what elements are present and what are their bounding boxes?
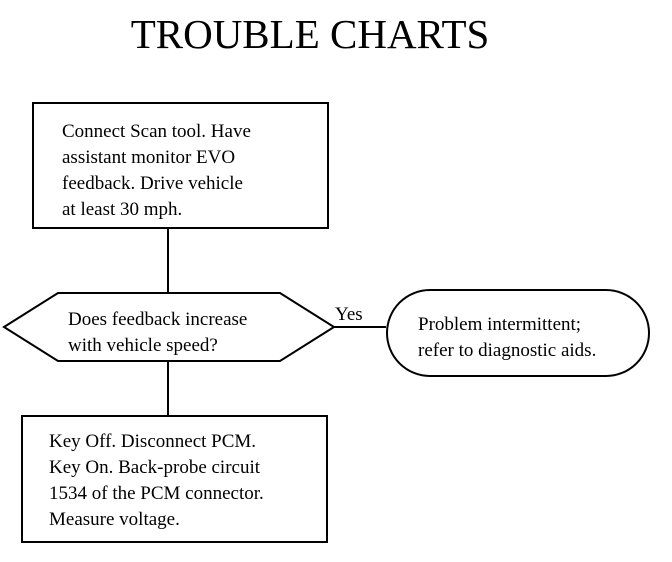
step-text-line: Measure voltage. <box>49 509 180 530</box>
step-text-line: Key On. Back-probe circuit <box>49 457 261 478</box>
step-text-line: Connect Scan tool. Have <box>62 121 251 142</box>
step-text-line: assistant monitor EVO <box>62 147 236 168</box>
step-text-line: 1534 of the PCM connector. <box>49 483 264 504</box>
decision-text: Does feedback increase with vehicle spee… <box>68 307 247 359</box>
step-text-line: feedback. Drive vehicle <box>62 173 243 194</box>
step-box-measure-voltage: Key Off. Disconnect PCM. Key On. Back-pr… <box>21 415 328 543</box>
decision-text-line: Does feedback increase <box>68 309 248 330</box>
step-box-connect-scan-tool: Connect Scan tool. Have assistant monito… <box>32 102 329 229</box>
step-text-line: at least 30 mph. <box>62 199 183 220</box>
terminal-text-line: refer to diagnostic aids. <box>418 340 597 361</box>
decision-text-line: with vehicle speed? <box>68 335 218 356</box>
terminal-text-line: Problem intermittent; <box>418 314 582 335</box>
yes-branch-label: Yes <box>335 304 363 325</box>
terminal-problem-intermittent: Problem intermittent; refer to diagnosti… <box>386 289 650 377</box>
page-title: TROUBLE CHARTS <box>130 11 490 57</box>
step-text-line: Key Off. Disconnect PCM. <box>49 431 257 452</box>
